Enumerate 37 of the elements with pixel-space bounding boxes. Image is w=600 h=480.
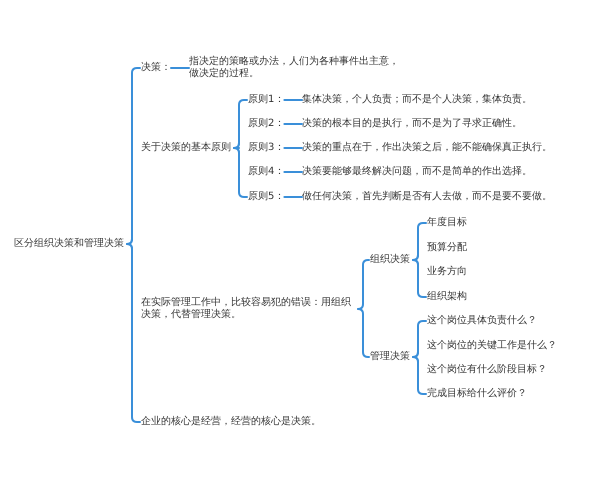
principle-text: 决策的重点在于，作出决策之后，能不能确保真正执行。	[302, 142, 552, 154]
principle-text: 决策要能够最终解决问题，而不是简单的作出选择。	[302, 166, 532, 178]
principle-label: 原则3：	[248, 142, 284, 154]
dash-connector	[283, 171, 303, 173]
branch-topic: 决策：	[141, 62, 171, 74]
principle-label: 原则5：	[248, 191, 284, 203]
dash-connector	[283, 123, 303, 125]
principle-text: 做任何决策，首先判断是否有人去做，而不是要不要做。	[302, 191, 552, 203]
dash-connector	[170, 67, 190, 69]
leaf-text: 组织架构	[427, 291, 467, 303]
leaf-text: 完成目标给什么评价？	[427, 388, 527, 400]
subtopic: 组织决策	[370, 254, 410, 266]
principle-text: 集体决策，个人负责；而不是个人决策，集体负责。	[302, 94, 532, 106]
brace-connector	[126, 147, 133, 245]
definition-text: 指决定的策略或办法，人们为各种事件出主意，做决定的过程。	[189, 56, 407, 80]
leaf-text: 这个岗位具体负责什么？	[427, 315, 537, 327]
subtopic: 管理决策	[370, 351, 410, 363]
principle-label: 原则1：	[248, 94, 284, 106]
leaf-text: 这个岗位有什么阶段目标？	[427, 364, 547, 376]
central-topic: 区分组织决策和管理决策	[14, 238, 124, 250]
branch-topic: 在实际管理工作中，比较容易犯的错误：用组织决策，代替管理决策。	[141, 297, 355, 321]
dash-connector	[283, 99, 303, 101]
brace-connector	[233, 147, 240, 149]
branch-topic: 关于决策的基本原则	[141, 142, 231, 154]
leaf-text: 这个岗位的关键工作是什么？	[427, 340, 557, 352]
principle-label: 原则4：	[248, 166, 284, 178]
leaf-text: 业务方向	[427, 266, 467, 278]
dash-connector	[283, 147, 303, 149]
principle-text: 决策的根本目的是执行，而不是为了寻求正确性。	[302, 118, 522, 130]
brace-connector	[233, 123, 240, 149]
leaf-text: 预算分配	[427, 242, 467, 254]
dash-connector	[283, 196, 303, 198]
leaf-text: 年度目标	[427, 217, 467, 229]
branch-topic: 企业的核心是经营，经营的核心是决策。	[141, 416, 321, 428]
brace-connector	[412, 247, 419, 261]
principle-label: 原则2：	[248, 118, 284, 130]
brace-connector	[412, 345, 419, 358]
